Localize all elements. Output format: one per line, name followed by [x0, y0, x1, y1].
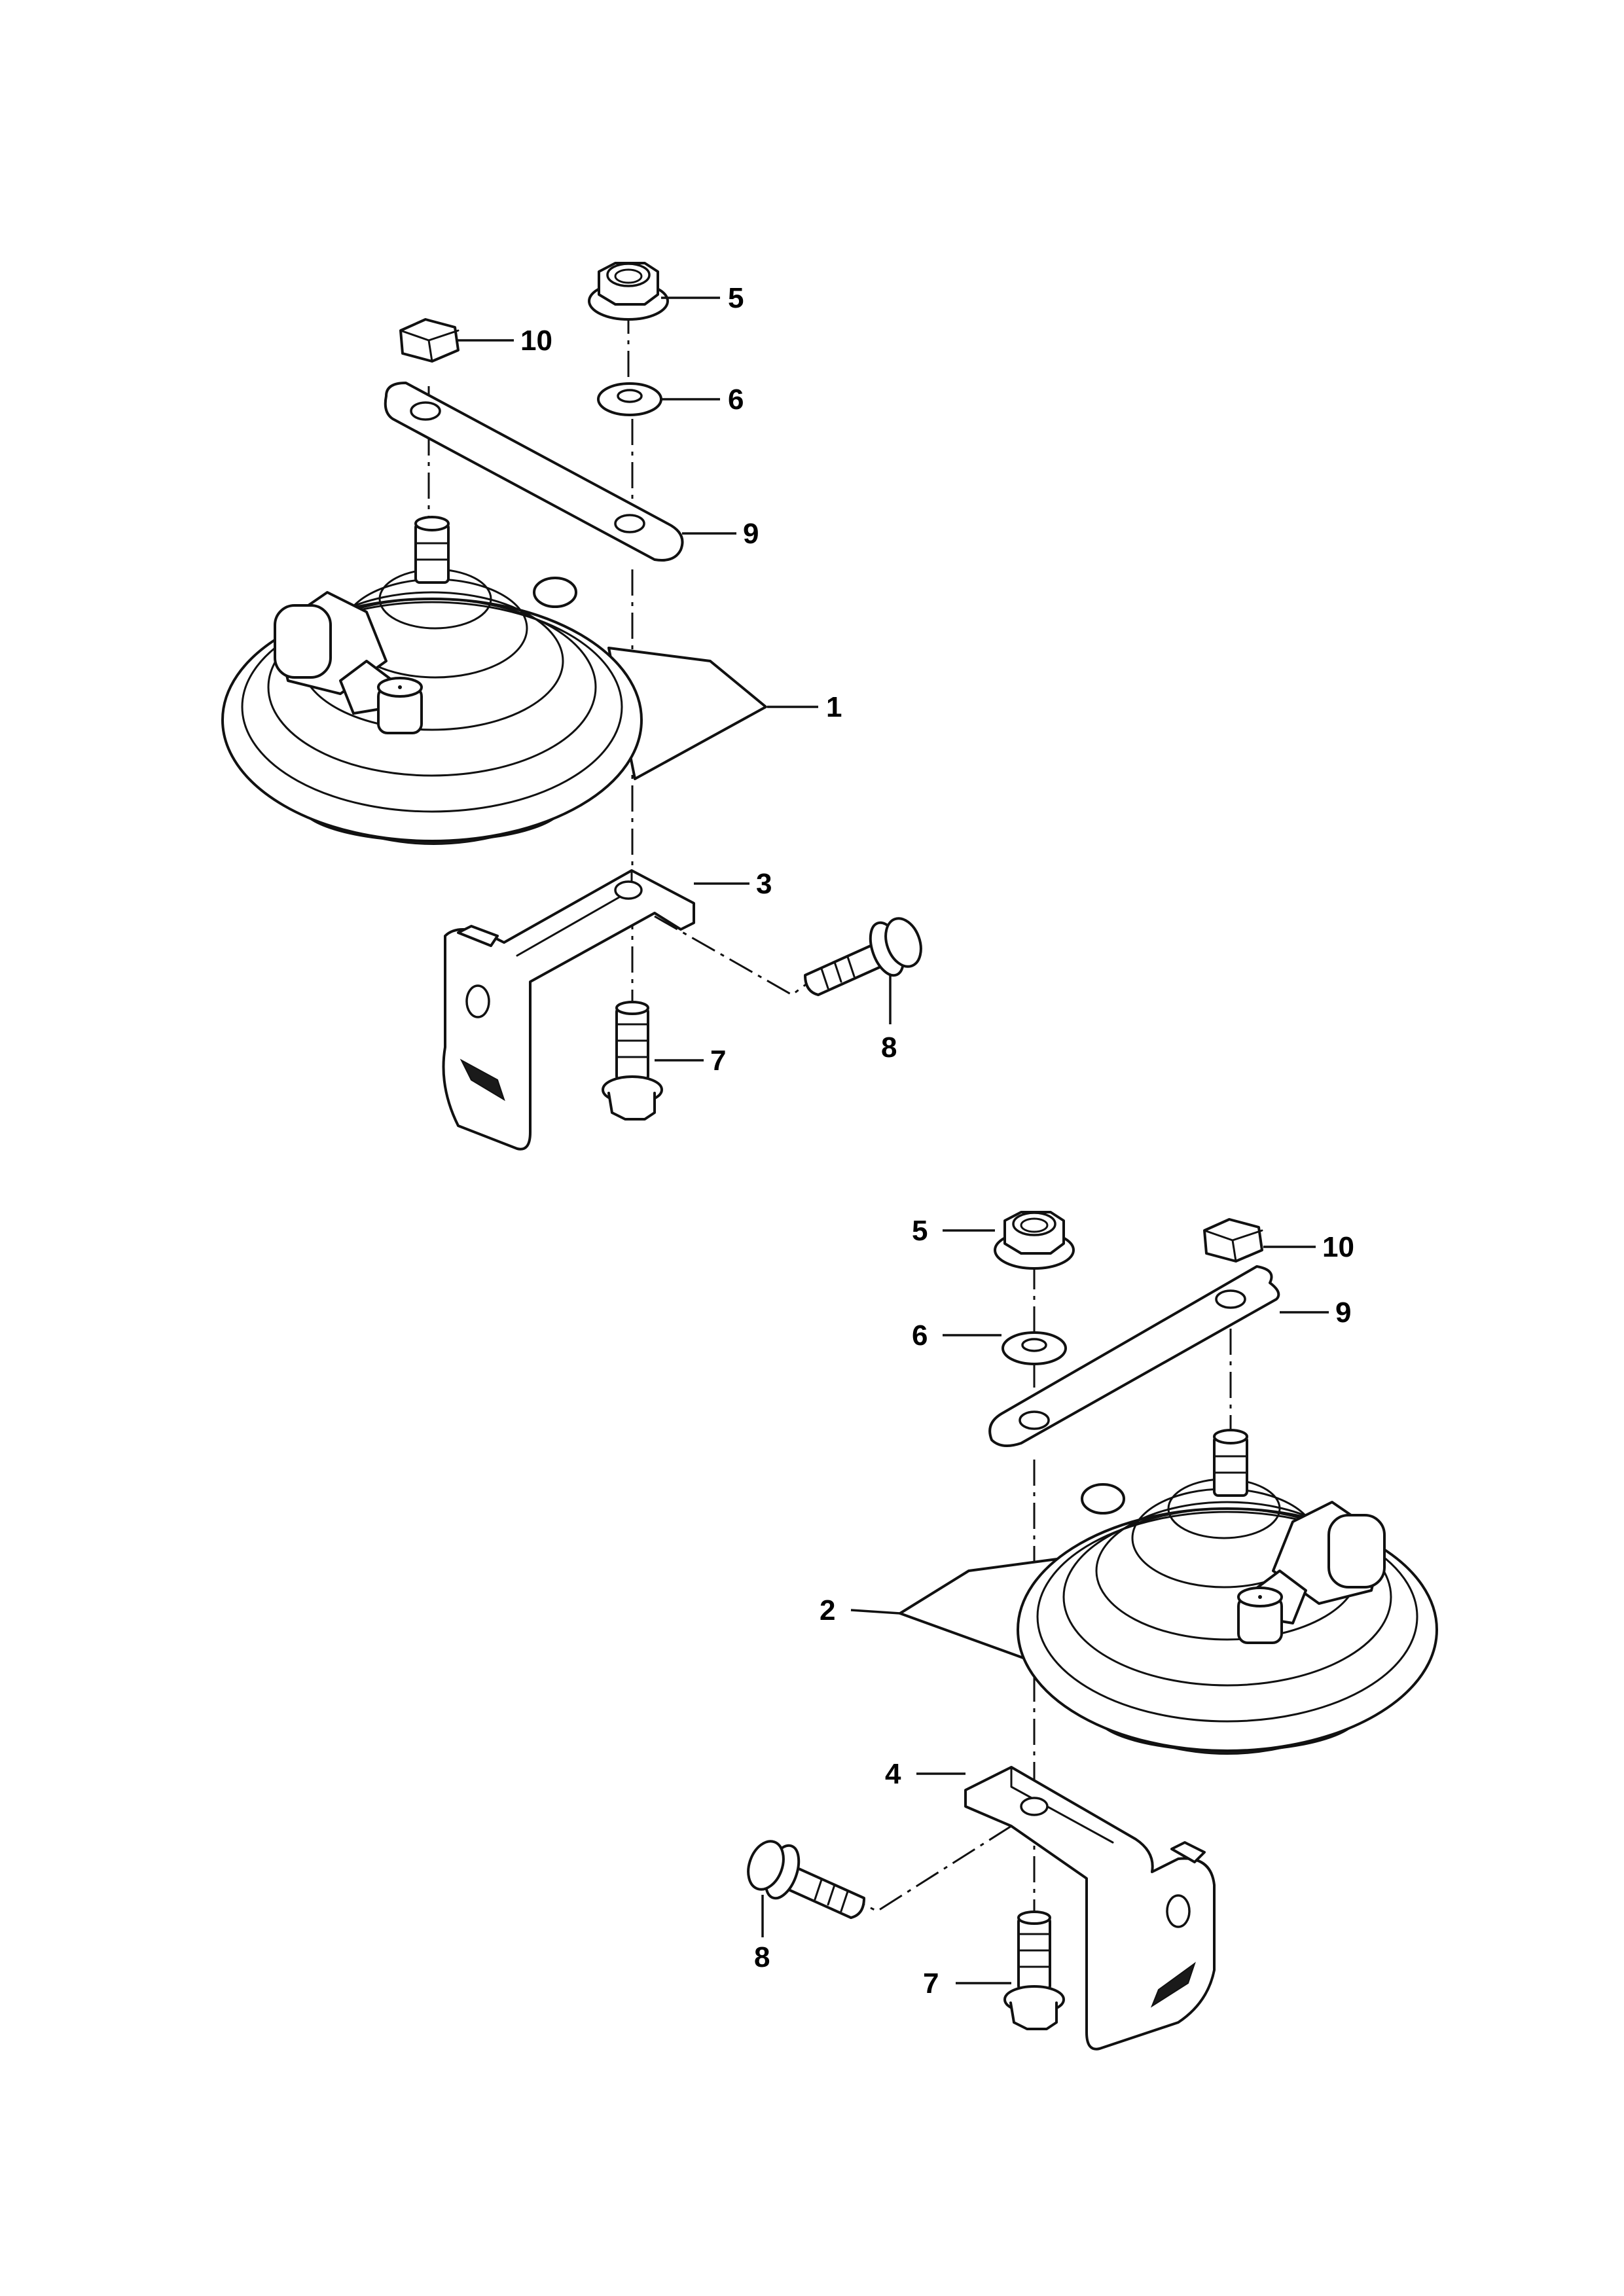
callout-7-lower: 7	[923, 1967, 939, 2000]
callout-7-upper: 7	[710, 1045, 726, 1077]
callout-2: 2	[820, 1594, 835, 1626]
horn-2	[899, 1429, 1438, 1755]
callout-8-upper: 8	[881, 1031, 897, 1064]
washer-6-lower	[1001, 1331, 1067, 1365]
side-bolt-8	[804, 917, 922, 996]
strap-9-lower	[988, 1265, 1280, 1447]
lower-assembly: 5 10 6 9 2 4 8 7	[747, 1211, 1438, 2051]
bracket-3	[442, 869, 695, 1151]
bottom-bolt-7-lower	[1003, 1910, 1065, 2030]
callout-9-lower: 9	[1335, 1297, 1351, 1329]
callout-5-lower: 5	[912, 1215, 928, 1247]
callout-3: 3	[756, 868, 772, 900]
lower-leader-lines	[761, 1229, 1329, 1984]
upper-callouts: 5 10 6 9 1 3 8 7	[520, 282, 897, 1077]
callout-4: 4	[885, 1758, 901, 1790]
callout-6-upper: 6	[728, 384, 744, 416]
upper-assembly: 5 10 6 9 1 3 8 7	[221, 262, 922, 1151]
callout-10-upper: 10	[520, 325, 552, 357]
bottom-bolt-7	[602, 1001, 663, 1121]
callout-5-upper: 5	[728, 282, 744, 314]
bracket-4	[964, 1766, 1216, 2051]
callout-9-upper: 9	[743, 518, 759, 550]
callout-1: 1	[826, 691, 842, 723]
flange-nut-5-lower	[994, 1211, 1075, 1270]
side-bolt-8-lower	[747, 1840, 865, 1919]
callout-8-lower: 8	[754, 1941, 770, 1973]
callout-6-lower: 6	[912, 1319, 928, 1352]
hex-nut-10-lower	[1203, 1218, 1263, 1263]
flange-nut-5	[588, 262, 669, 321]
horn-1	[221, 516, 767, 845]
callout-10-lower: 10	[1322, 1231, 1354, 1263]
hex-nut-10	[399, 318, 460, 363]
lower-callouts: 5 10 6 9 2 4 8 7	[754, 1215, 1354, 2000]
washer-6	[597, 382, 662, 416]
upper-leader-lines	[457, 296, 892, 1062]
strap-9	[384, 382, 684, 562]
